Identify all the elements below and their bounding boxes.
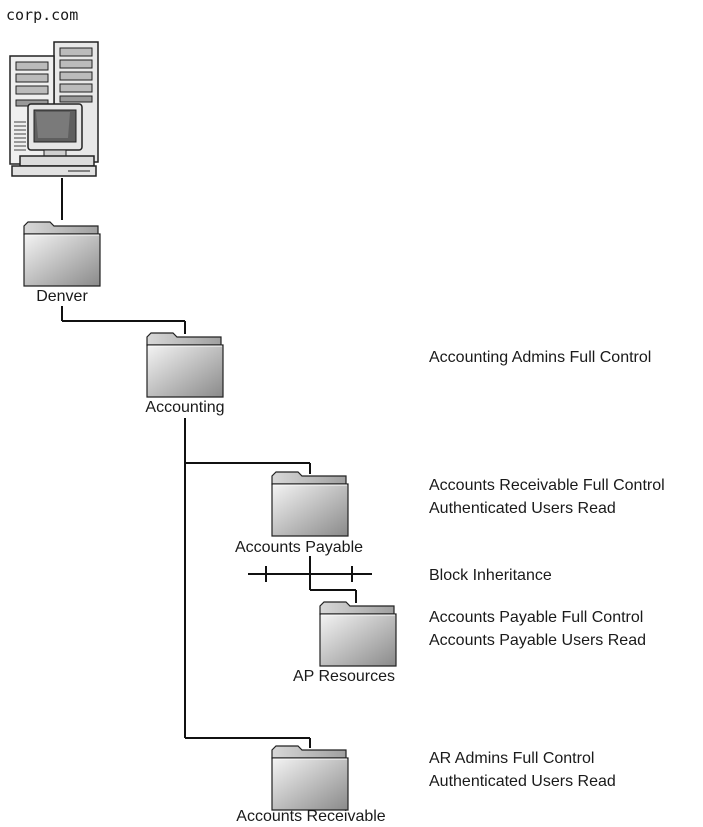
ou-label-ap-resources: AP Resources <box>293 668 395 685</box>
perm-accounts-receivable-1: AR Admins Full Control <box>429 750 594 767</box>
perm-ap-resources-2: Accounts Payable Users Read <box>429 632 646 649</box>
perm-ap-resources-1: Accounts Payable Full Control <box>429 609 643 626</box>
folder-icon-denver <box>23 221 101 287</box>
ou-label-accounts-receivable: Accounts Receivable <box>236 808 386 825</box>
perm-accounts-payable-1: Accounts Receivable Full Control <box>429 477 665 494</box>
block-inheritance-bar <box>248 566 372 582</box>
perm-accounting-1: Accounting Admins Full Control <box>429 349 651 366</box>
folder-icon-ap-resources <box>319 601 397 667</box>
folder-icon-accounting <box>146 332 224 398</box>
ou-label-accounts-payable: Accounts Payable <box>235 539 363 556</box>
perm-accounts-payable-2: Authenticated Users Read <box>429 500 616 517</box>
server-computer-icon <box>9 41 99 177</box>
folder-icon-accounts-payable <box>271 471 349 537</box>
folder-icon-accounts-receivable <box>271 745 349 811</box>
block-inheritance-label: Block Inheritance <box>429 567 552 584</box>
domain-label: corp.com <box>6 6 78 24</box>
perm-accounts-receivable-2: Authenticated Users Read <box>429 773 616 790</box>
tree-connectors <box>61 178 357 748</box>
ou-label-denver: Denver <box>36 288 88 305</box>
ou-label-accounting: Accounting <box>145 399 224 416</box>
